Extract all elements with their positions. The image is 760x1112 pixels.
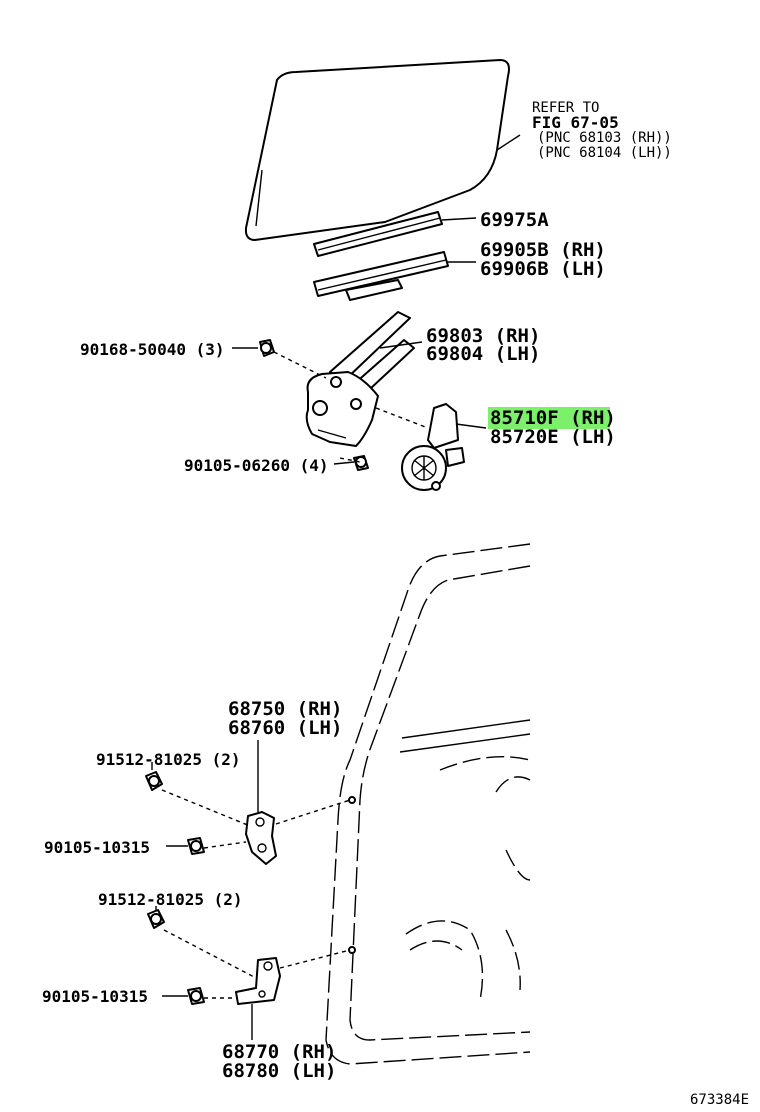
refer-line-3: (PNC 68103 (RH)) [537, 130, 672, 146]
highlight-85710 [488, 407, 610, 429]
bolt-90105-10315-upper [187, 837, 205, 855]
label-69804: 69804 (LH) [426, 343, 540, 365]
label-69905: 69905B (RH) [480, 239, 606, 261]
label-85720: 85720E (LH) [490, 426, 616, 448]
label-68760: 68760 (LH) [228, 717, 342, 739]
bolt-90105-06260 [353, 455, 369, 471]
label-69906: 69906B (LH) [480, 258, 606, 280]
door-glass [244, 59, 521, 241]
label-68750: 68750 (RH) [228, 698, 342, 720]
label-90105-10315-lower: 90105-10315 [42, 987, 148, 1006]
label-85710: 85710F (RH) [490, 407, 616, 429]
label-91512-lower: 91512-81025 (2) [98, 890, 243, 909]
bolt-90105-10315-lower [187, 987, 205, 1005]
refer-note: REFER TO FIG 67-05 (PNC 68103 (RH)) (PNC… [532, 100, 672, 161]
run-channel [313, 251, 449, 301]
label-90105-10315-upper: 90105-10315 [44, 838, 150, 857]
label-91512-upper: 91512-81025 (2) [96, 750, 241, 769]
figure-id: 673384E [690, 1092, 749, 1108]
label-68770: 68770 (RH) [222, 1041, 336, 1063]
glass-channel-strip [313, 211, 443, 257]
lower-hinge [235, 957, 281, 1005]
label-69975: 69975A [480, 209, 549, 231]
refer-line-1: REFER TO [532, 100, 599, 116]
door-frame [325, 543, 531, 1065]
refer-line-4: (PNC 68104 (LH)) [537, 145, 672, 161]
label-68780: 68780 (LH) [222, 1060, 336, 1082]
window-motor [401, 403, 465, 491]
upper-hinge [245, 811, 277, 865]
window-regulator [305, 311, 415, 447]
label-90105-06260: 90105-06260 (4) [184, 456, 329, 475]
label-90168: 90168-50040 (3) [80, 340, 225, 359]
label-69803: 69803 (RH) [426, 325, 540, 347]
bolt-91512-lower [147, 909, 165, 929]
bolt-90168 [259, 339, 275, 357]
refer-line-2: FIG 67-05 [532, 113, 619, 132]
bolt-91512-upper [145, 771, 163, 791]
